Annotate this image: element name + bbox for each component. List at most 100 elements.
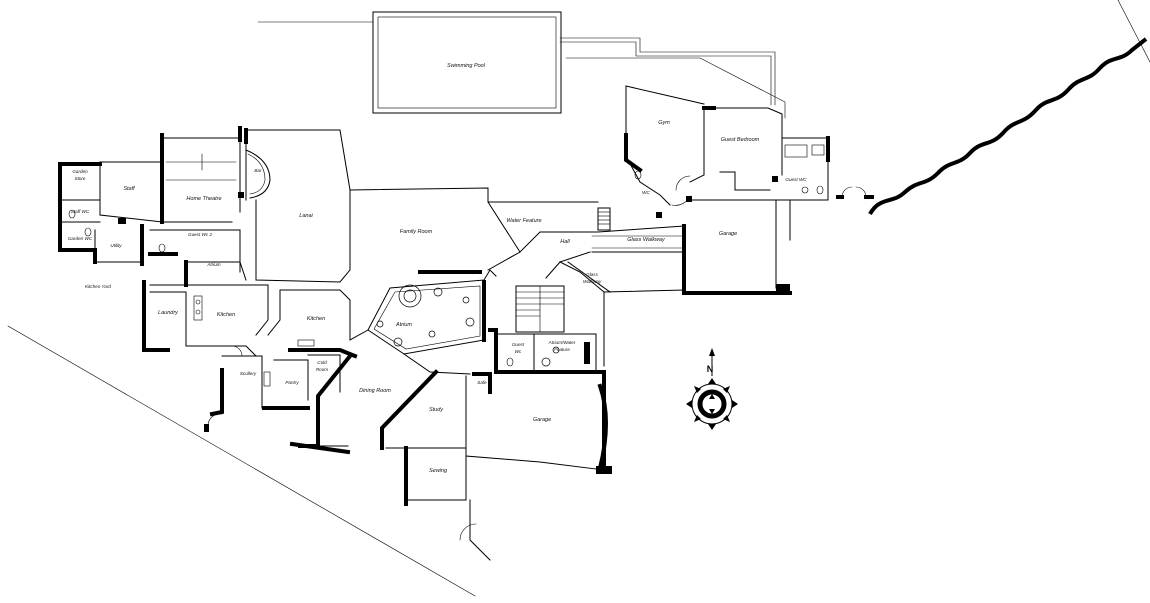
compass: N: [686, 348, 738, 430]
walkway-north-edge: [539, 225, 685, 233]
family-room-south-east: [487, 251, 521, 271]
dining-north-east: [403, 353, 471, 375]
double-door-east: [841, 186, 867, 198]
label-atrium-water-a: Atrium/Water: [548, 340, 576, 345]
atrium-corner-detail: [483, 269, 497, 281]
label-hall: Hall: [560, 239, 570, 245]
site-boundary: [7, 0, 1150, 597]
guest-wc-2-outline: [149, 229, 241, 273]
cold-room-outline: [307, 354, 341, 393]
water-feature-block: [584, 342, 590, 364]
atrium-west-outline: [185, 261, 247, 281]
terrace-edge-inner: [559, 41, 772, 106]
label-kitchen-west: Kitchen: [217, 312, 235, 318]
glass-walkway-2-edge: [559, 261, 685, 293]
garage-ne-wall: [775, 199, 791, 241]
plant: [462, 296, 470, 304]
safe-wall: [472, 372, 492, 394]
atrium-inner: [373, 285, 481, 350]
dining-south-pier: [289, 441, 351, 455]
laundry-outline: [149, 291, 187, 347]
guest-bedroom-south-wall: [719, 171, 771, 191]
north-label: N: [707, 364, 714, 374]
label-kitchen-yard: Kitchen Yard: [85, 284, 111, 289]
bar-counter-inner: [247, 153, 266, 195]
glass-walkway-2-inner: [567, 261, 611, 293]
column-1: [656, 212, 662, 218]
retaining-wall: [868, 37, 1148, 216]
label-guest-wc-centre-b: Wc: [515, 349, 522, 354]
label-safe: Safe: [477, 380, 487, 385]
plant: [552, 346, 560, 354]
door-swing-garage: [459, 523, 477, 541]
label-study: Study: [429, 407, 444, 413]
wavy-retaining-wall: [868, 37, 1148, 216]
column-bar: [238, 192, 244, 198]
label-staff: Staff: [123, 186, 135, 192]
door-swing-scullery: [207, 413, 223, 427]
label-garage-south: Garage: [533, 417, 551, 423]
kitchen-main-west: [267, 289, 281, 336]
room-labels: Swimming Pool Gym Guest Bedroom WC Guest…: [68, 63, 807, 474]
swimming-pool: [372, 11, 562, 114]
label-family-room: Family Room: [400, 229, 433, 235]
label-guest-wc-2: Guest Wc 2: [188, 232, 212, 237]
gym-north-wall: [625, 85, 705, 105]
guest-bedroom-outline: [703, 107, 783, 176]
label-gym: Gym: [658, 120, 670, 126]
toilet-staff-wc: [68, 209, 76, 219]
label-atrium-centre: Atrium: [395, 322, 412, 328]
label-laundry: Laundry: [158, 310, 179, 316]
garden-wc-south: [58, 248, 97, 264]
wc-toilet: [634, 170, 642, 180]
label-garden-store-b: Store: [75, 176, 86, 181]
column-scullery: [204, 424, 209, 432]
label-bar: Bar: [254, 168, 262, 173]
label-dining-room: Dining Room: [359, 388, 391, 394]
compass-arrow-nw-icon: [694, 386, 701, 393]
garage-east-wall: [682, 224, 792, 295]
laundry-west: [142, 280, 170, 352]
west-wing: [58, 126, 242, 273]
label-garden-store-a: Garden: [72, 169, 88, 174]
atrium-outline: [367, 279, 485, 355]
compass-arrow-w-icon: [686, 400, 692, 408]
atrium-link: [349, 329, 369, 341]
walkway-corner: [559, 251, 591, 263]
label-staff-wc: Staff WC: [71, 209, 90, 214]
plant: [541, 357, 551, 367]
column-3: [772, 176, 778, 182]
label-swimming-pool: Swimming Pool: [447, 63, 486, 69]
compass-arrow-e-icon: [732, 400, 738, 408]
garage-entry-wall: [469, 499, 491, 561]
garage-pier: [776, 284, 790, 294]
central-wing: [238, 128, 599, 283]
kitchen-island: [193, 295, 203, 321]
label-utility: Utility: [110, 243, 122, 248]
pool-outer: [372, 11, 562, 114]
label-atrium-west: Atrium: [206, 262, 220, 267]
garage-curved-wall: [597, 383, 608, 471]
compass-arrow-n-icon: [708, 378, 716, 384]
hob-ring: [195, 309, 201, 315]
label-wc: WC: [642, 190, 650, 195]
plant-circle-large: [398, 284, 422, 308]
boundary-line-south: [7, 325, 476, 597]
label-water-feature: Water Feature: [506, 218, 541, 224]
compass-arrow-ne-icon: [723, 386, 730, 393]
label-guest-bedroom: Guest Bedroom: [721, 137, 760, 143]
label-guest-wc-east: Guest WC: [785, 177, 807, 182]
label-glass-walkway: Glass Walkway: [627, 237, 666, 243]
south-wing: [289, 261, 612, 561]
east-wing: [597, 85, 874, 295]
scullery-outline: [221, 355, 263, 409]
bar-counter: [245, 149, 271, 199]
garage-south-door-line: [465, 455, 605, 471]
label-glass-walkway-2b: Walkway: [583, 279, 602, 284]
plant: [465, 317, 475, 327]
plant: [428, 330, 436, 338]
plant: [393, 337, 403, 347]
door-swing-gym: [675, 175, 691, 191]
pool-inner: [377, 16, 557, 109]
